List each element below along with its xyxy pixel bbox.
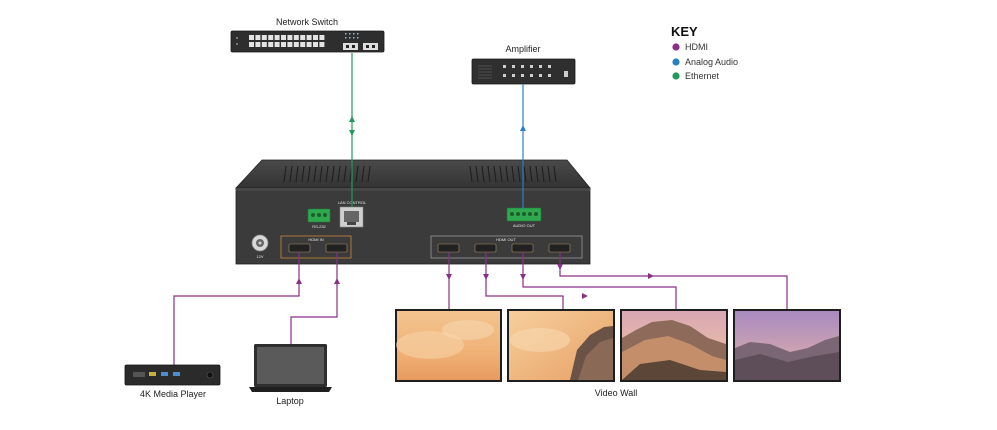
- video-wall-label: Video Wall: [595, 388, 638, 398]
- switch-port: [300, 42, 306, 47]
- amplifier-terminals: [503, 65, 551, 77]
- switch-port: [313, 35, 318, 40]
- switch-port: [306, 42, 312, 47]
- power-label: 12V: [256, 254, 263, 259]
- switch-port: [249, 35, 254, 40]
- hdmi-out-port-3: [511, 243, 534, 253]
- amplifier-terminal: [530, 74, 533, 77]
- amplifier-terminal: [521, 65, 524, 68]
- switch-port: [249, 42, 254, 47]
- hdmi-cable-display-3: [522, 252, 677, 310]
- legend-label-analog-audio: Analog Audio: [685, 57, 738, 67]
- switch-port-grid: [249, 35, 325, 47]
- video-wall-display-3: [620, 309, 728, 382]
- media-player: 4K Media Player: [124, 364, 221, 399]
- unit-vent-slots: [283, 165, 557, 183]
- switch-port: [274, 35, 280, 40]
- switch-port: [319, 42, 325, 47]
- switch-port: [261, 35, 267, 40]
- amplifier-terminal: [548, 65, 551, 68]
- network-switch: Network Switch: [230, 17, 385, 53]
- video-wall-display-1: [395, 309, 502, 382]
- video-wall-display-4: [733, 309, 841, 382]
- video-wall-display-2: [507, 309, 615, 382]
- network-switch-label: Network Switch: [276, 17, 338, 27]
- switch-port: [319, 35, 325, 40]
- hdmi-cable-display-4: [559, 252, 788, 310]
- legend-title: KEY: [671, 24, 698, 39]
- hdmi-in-port-1: [288, 243, 311, 253]
- switch-port: [300, 35, 306, 40]
- laptop: Laptop: [249, 344, 332, 406]
- switch-port: [268, 35, 274, 40]
- video-wall: Video Wall: [395, 309, 841, 398]
- rs232-label: RS-232: [312, 224, 326, 229]
- switch-port: [306, 35, 312, 40]
- switch-status-leds: [345, 33, 359, 39]
- audio-out-label: AUDIO OUT: [513, 223, 536, 228]
- legend-swatch-hdmi: [672, 43, 680, 51]
- switch-port: [287, 42, 293, 47]
- hdmi-out-group: [430, 235, 583, 259]
- switch-port: [255, 42, 261, 47]
- amplifier-terminal: [530, 65, 533, 68]
- matrix-switcher-unit: RS-232 LAN CONTROL AUDIO OUT 12V HDMI IN…: [235, 159, 591, 265]
- hdmi-out-port-4: [548, 243, 571, 253]
- switch-port: [268, 42, 274, 47]
- cables: [173, 53, 788, 365]
- laptop-label: Laptop: [276, 396, 304, 406]
- switch-port: [293, 42, 299, 47]
- hdmi-out-label: HDMI OUT: [496, 237, 516, 242]
- amplifier: Amplifier: [471, 44, 576, 85]
- unit-front-panel: [235, 187, 591, 265]
- hdmi-in-port-2: [325, 243, 348, 253]
- switch-port: [281, 35, 286, 40]
- amplifier-terminal: [512, 65, 515, 68]
- amplifier-terminal: [503, 65, 506, 68]
- amplifier-terminal: [512, 74, 515, 77]
- hdmi-out-port-1: [437, 243, 460, 253]
- amplifier-terminal: [503, 74, 506, 77]
- amplifier-terminal: [521, 74, 524, 77]
- switch-port: [287, 35, 293, 40]
- legend-swatch-ethernet: [672, 72, 680, 80]
- hdmi-cable-media-player: [173, 252, 300, 365]
- legend: KEY HDMI Analog Audio Ethernet: [671, 24, 738, 81]
- legend-label-ethernet: Ethernet: [685, 71, 720, 81]
- hdmi-cable-laptop: [290, 252, 338, 344]
- media-player-label: 4K Media Player: [140, 389, 206, 399]
- legend-swatch-analog-audio: [672, 58, 680, 66]
- hdmi-in-label: HDMI IN: [308, 237, 323, 242]
- legend-label-hdmi: HDMI: [685, 42, 708, 52]
- hdmi-out-port-2: [474, 243, 497, 253]
- switch-port: [313, 42, 318, 47]
- switch-port: [281, 42, 286, 47]
- amplifier-terminal: [539, 74, 542, 77]
- amplifier-terminal: [539, 65, 542, 68]
- switch-port: [261, 42, 267, 47]
- hdmi-in-group: [280, 235, 352, 259]
- amplifier-terminal: [548, 74, 551, 77]
- switch-port: [274, 42, 280, 47]
- amplifier-label: Amplifier: [505, 44, 540, 54]
- switch-port: [293, 35, 299, 40]
- switch-port: [255, 35, 261, 40]
